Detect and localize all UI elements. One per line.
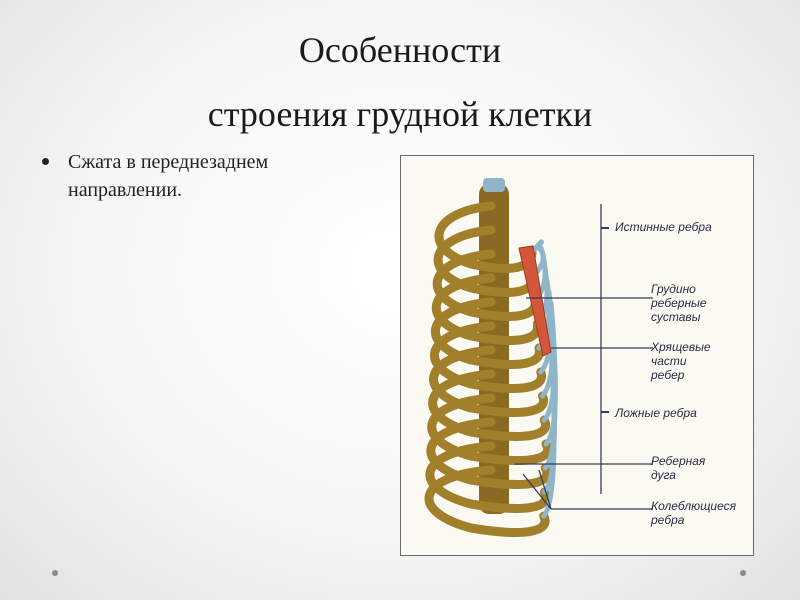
- bullet-text: Сжата в переднезаднем направлении.: [68, 151, 269, 201]
- rib: [424, 465, 550, 537]
- slide-title-line2: строения грудной клетки: [207, 94, 593, 134]
- ribcage-figure: Истинные ребра Грудино реберные суставы …: [400, 155, 754, 556]
- label-false-ribs: Ложные ребра: [615, 406, 697, 420]
- bullet-item: Сжата в переднезаднем направлении.: [40, 148, 370, 204]
- slide-title-line1: Особенности: [298, 30, 502, 70]
- rib: [425, 441, 551, 513]
- sternum: [518, 245, 552, 357]
- label-floating-ribs: Колеблющиеся ребра: [651, 499, 737, 527]
- label-costal-arch: Реберная дуга: [651, 454, 706, 482]
- nav-next-dot-icon[interactable]: [740, 570, 746, 576]
- label-true-ribs: Истинные ребра: [615, 220, 712, 234]
- rib-cartilage: [541, 344, 557, 519]
- ribcage-illustration: [424, 178, 653, 537]
- rib: [427, 393, 553, 465]
- bullet-list: Сжата в переднезаднем направлении.: [40, 148, 370, 204]
- label-sternocostal-joints: Грудино реберные суставы: [651, 282, 707, 324]
- bullet-dot-icon: [42, 158, 49, 165]
- nav-prev-dot-icon[interactable]: [52, 570, 58, 576]
- label-costal-cartilages: Хрящевые части ребер: [651, 340, 711, 382]
